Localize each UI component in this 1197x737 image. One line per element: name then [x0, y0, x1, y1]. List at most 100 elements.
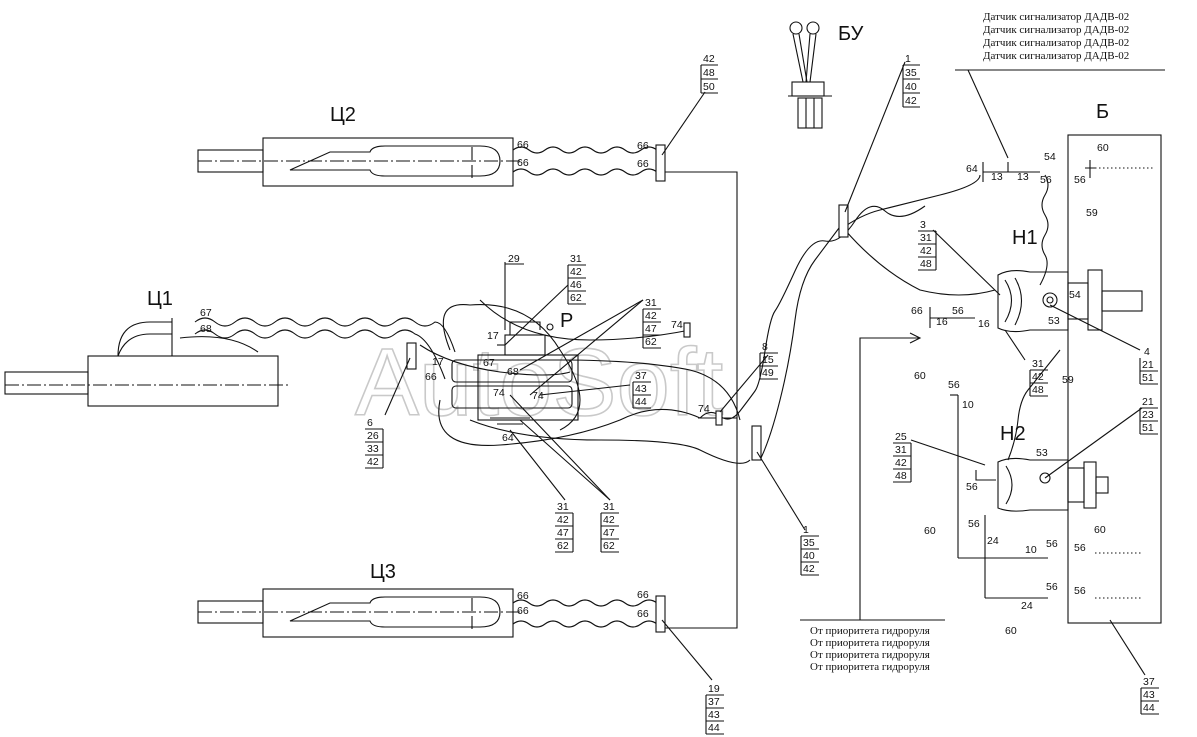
callout-19-37-43-44: 19 37 43 44	[705, 683, 724, 735]
svg-text:42: 42	[703, 53, 715, 65]
svg-text:42: 42	[803, 563, 815, 575]
label-c2: Ц2	[330, 104, 356, 126]
svg-text:42: 42	[603, 514, 615, 526]
svg-text:66: 66	[517, 157, 529, 169]
svg-text:1: 1	[905, 53, 911, 65]
svg-text:31: 31	[557, 501, 569, 513]
svg-text:50: 50	[703, 81, 715, 93]
svg-text:51: 51	[1142, 372, 1154, 384]
svg-text:17: 17	[487, 330, 499, 342]
svg-text:33: 33	[367, 443, 379, 455]
label-b: Б	[1096, 101, 1109, 123]
svg-text:64: 64	[966, 163, 978, 175]
svg-text:47: 47	[603, 527, 615, 539]
svg-text:3: 3	[920, 219, 926, 231]
svg-text:Датчик сигнализатор ДАДВ-02: Датчик сигнализатор ДАДВ-02	[983, 11, 1129, 23]
callout-37-43-44-bottom: 37 43 44	[1140, 676, 1159, 715]
svg-text:66: 66	[425, 371, 437, 383]
svg-text:42: 42	[367, 456, 379, 468]
svg-text:54: 54	[1069, 289, 1081, 301]
svg-text:56: 56	[1074, 542, 1086, 554]
label-bu: БУ	[838, 23, 864, 45]
svg-text:56: 56	[1046, 581, 1058, 593]
svg-text:От приоритета гидроруля: От приоритета гидроруля	[810, 637, 930, 649]
cylinder-c1	[4, 318, 290, 407]
callout-8-15-49: 8 15 49	[759, 341, 778, 380]
svg-text:23: 23	[1142, 409, 1154, 421]
svg-text:54: 54	[1044, 151, 1056, 163]
svg-text:37: 37	[1143, 676, 1155, 688]
svg-text:26: 26	[367, 430, 379, 442]
svg-text:62: 62	[603, 540, 615, 552]
svg-text:66: 66	[637, 608, 649, 620]
svg-text:66: 66	[637, 589, 649, 601]
sensor-note: Датчик сигнализатор ДАДВ-02 Датчик сигна…	[983, 11, 1129, 62]
callout-21-23-51: 21 23 51	[1139, 396, 1158, 435]
callout-1-35-40-42-top: 1 35 40 42	[902, 53, 920, 108]
callout-29: 29	[505, 253, 524, 265]
svg-text:17: 17	[432, 356, 444, 368]
svg-text:66: 66	[637, 140, 649, 152]
svg-text:От приоритета гидроруля: От приоритета гидроруля	[810, 661, 930, 673]
svg-text:56: 56	[1046, 538, 1058, 550]
svg-text:66: 66	[517, 590, 529, 602]
svg-text:60: 60	[924, 525, 936, 537]
svg-text:53: 53	[1036, 447, 1048, 459]
valve-block-r	[451, 321, 579, 425]
svg-text:56: 56	[966, 481, 978, 493]
svg-text:42: 42	[557, 514, 569, 526]
svg-text:62: 62	[570, 292, 582, 304]
cylinder-c3	[197, 588, 520, 638]
label-c3: Ц3	[370, 561, 396, 583]
svg-text:56: 56	[1074, 174, 1086, 186]
callout-1-35-40-42-bottom: 1 35 40 42	[800, 524, 819, 576]
svg-text:От приоритета гидроруля: От приоритета гидроруля	[810, 649, 930, 661]
callout-4-21-51: 4 21 51	[1139, 346, 1158, 385]
svg-text:Датчик сигнализатор ДАДВ-02: Датчик сигнализатор ДАДВ-02	[983, 24, 1129, 36]
svg-text:66: 66	[517, 139, 529, 151]
svg-text:31: 31	[1032, 358, 1044, 370]
couplings	[406, 144, 1155, 633]
svg-text:19: 19	[708, 683, 720, 695]
control-unit-bu	[788, 21, 832, 129]
svg-text:25: 25	[895, 431, 907, 443]
svg-text:От приоритета гидроруля: От приоритета гидроруля	[810, 625, 930, 637]
svg-text:51: 51	[1142, 422, 1154, 434]
svg-text:60: 60	[1005, 625, 1017, 637]
svg-text:42: 42	[1032, 371, 1044, 383]
svg-text:8: 8	[762, 341, 768, 353]
svg-text:16: 16	[936, 316, 948, 328]
callout-3-31-42-48: 3 31 42 48	[918, 219, 937, 271]
svg-text:66: 66	[637, 158, 649, 170]
svg-text:56: 56	[952, 305, 964, 317]
pipes	[665, 171, 1048, 629]
svg-text:60: 60	[1097, 142, 1109, 154]
svg-text:42: 42	[570, 266, 582, 278]
svg-text:74: 74	[671, 319, 683, 331]
svg-text:44: 44	[708, 722, 720, 734]
svg-text:66: 66	[911, 305, 923, 317]
svg-text:48: 48	[920, 258, 932, 270]
svg-text:31: 31	[603, 501, 615, 513]
svg-text:74: 74	[493, 387, 505, 399]
svg-text:67: 67	[200, 307, 212, 319]
svg-text:31: 31	[920, 232, 932, 244]
svg-text:42: 42	[905, 95, 917, 107]
label-r: Р	[560, 310, 573, 332]
callout-31-42-47-62-a: 31 42 47 62	[642, 297, 661, 349]
svg-text:43: 43	[1143, 689, 1155, 701]
svg-text:47: 47	[645, 323, 657, 335]
label-c1: Ц1	[147, 288, 173, 310]
svg-text:Датчик сигнализатор ДАДВ-02: Датчик сигнализатор ДАДВ-02	[983, 37, 1129, 49]
svg-text:40: 40	[905, 81, 917, 93]
part-numbers: 66 66 66 66 66 66 66 66 67 68 17 17 66 6…	[200, 139, 1109, 637]
svg-text:48: 48	[895, 470, 907, 482]
svg-text:42: 42	[645, 310, 657, 322]
svg-text:56: 56	[1074, 585, 1086, 597]
svg-text:15: 15	[762, 354, 774, 366]
svg-text:16: 16	[978, 318, 990, 330]
callout-25-31-42-48: 25 31 42 48	[893, 431, 912, 483]
callout-6-26-33-42: 6 26 33 42	[365, 417, 384, 469]
svg-text:44: 44	[1143, 702, 1155, 714]
